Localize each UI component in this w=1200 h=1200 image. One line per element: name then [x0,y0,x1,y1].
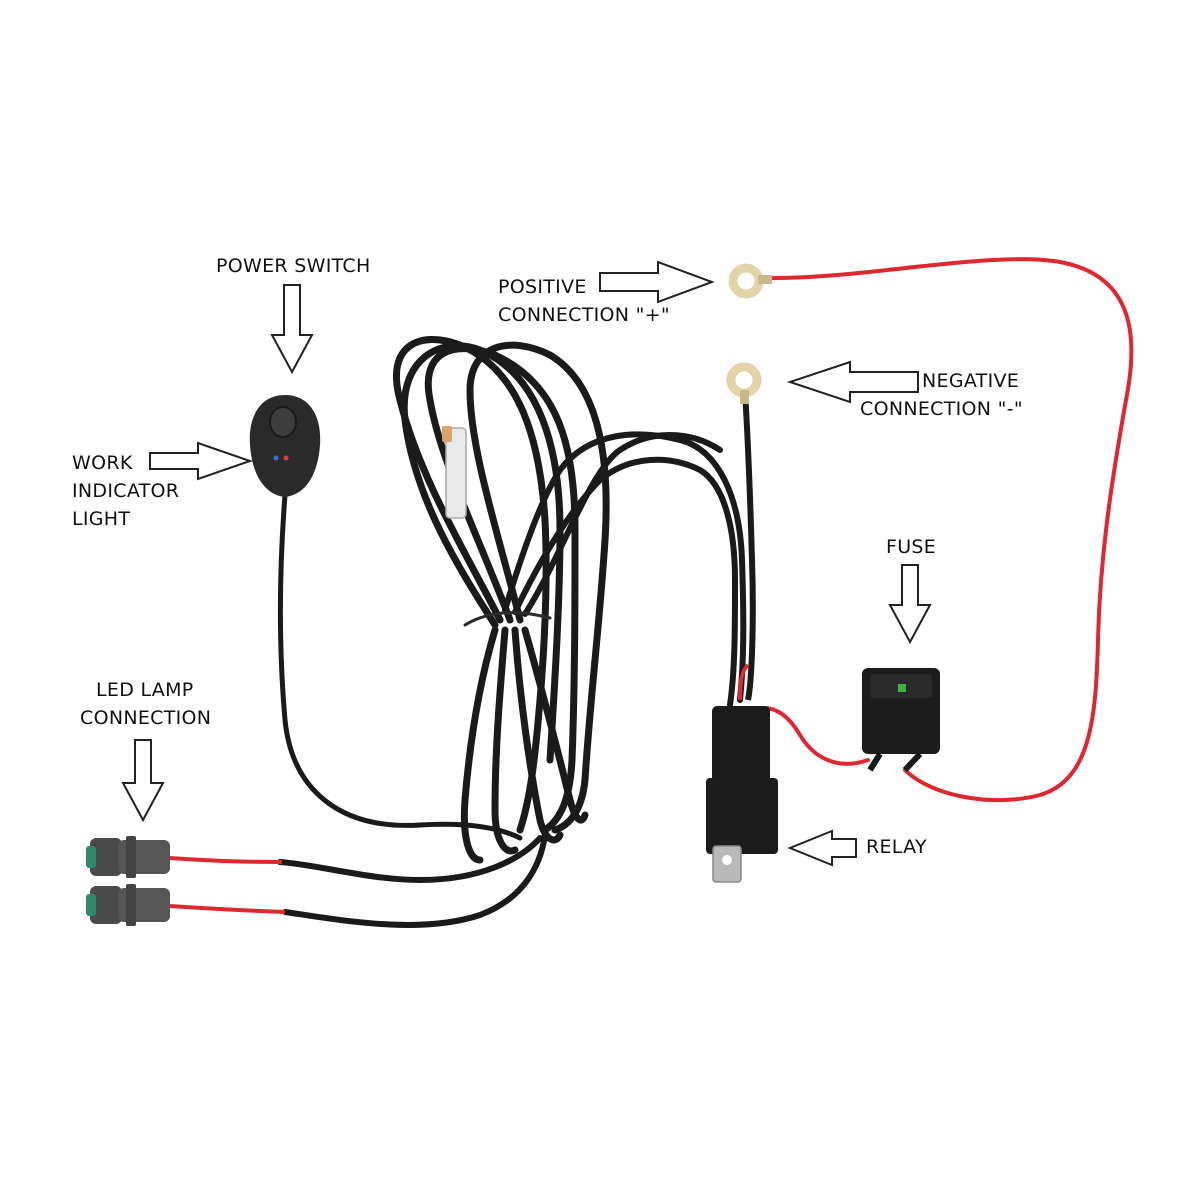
switch-led-blue-icon [273,455,279,461]
arrow-fuse [888,564,932,645]
fuse-holder [862,668,940,773]
red-positive-wire [762,257,1134,803]
arrow-power-switch [270,284,314,375]
label-work-indicator-light: WORK INDICATOR LIGHT [72,452,180,530]
arrow-negative-connection [786,360,919,404]
fuse-led-icon [898,684,906,692]
relay [706,663,778,883]
negative-ring-terminal [726,362,762,701]
label-relay: RELAY [866,836,927,858]
label-power-switch: POWER SWITCH [216,255,371,277]
label-fuse: FUSE [886,536,937,558]
power-switch [249,395,321,497]
led-lamp-connector-2 [86,884,170,926]
label-positive-connection: POSITIVE CONNECTION "+" [498,276,670,326]
label-negative-connection: NEGATIVE CONNECTION "-" [860,370,1023,420]
arrow-work-indicator [149,441,254,481]
label-led-lamp-connection: LED LAMP CONNECTION [80,679,212,729]
inline-connector [442,426,467,519]
arrow-relay [787,829,857,867]
arrow-led-lamp [121,739,165,823]
switch-lead-cable [277,492,523,841]
positive-ring-terminal [728,263,772,299]
led-lamp-output-cables [277,832,548,928]
led-lamp-connector-1 [86,836,170,878]
arrow-positive-connection [599,260,715,304]
switch-led-red-icon [283,455,289,461]
coiled-cable-bundle [392,336,747,864]
led-lamp-red-leads [169,856,286,914]
